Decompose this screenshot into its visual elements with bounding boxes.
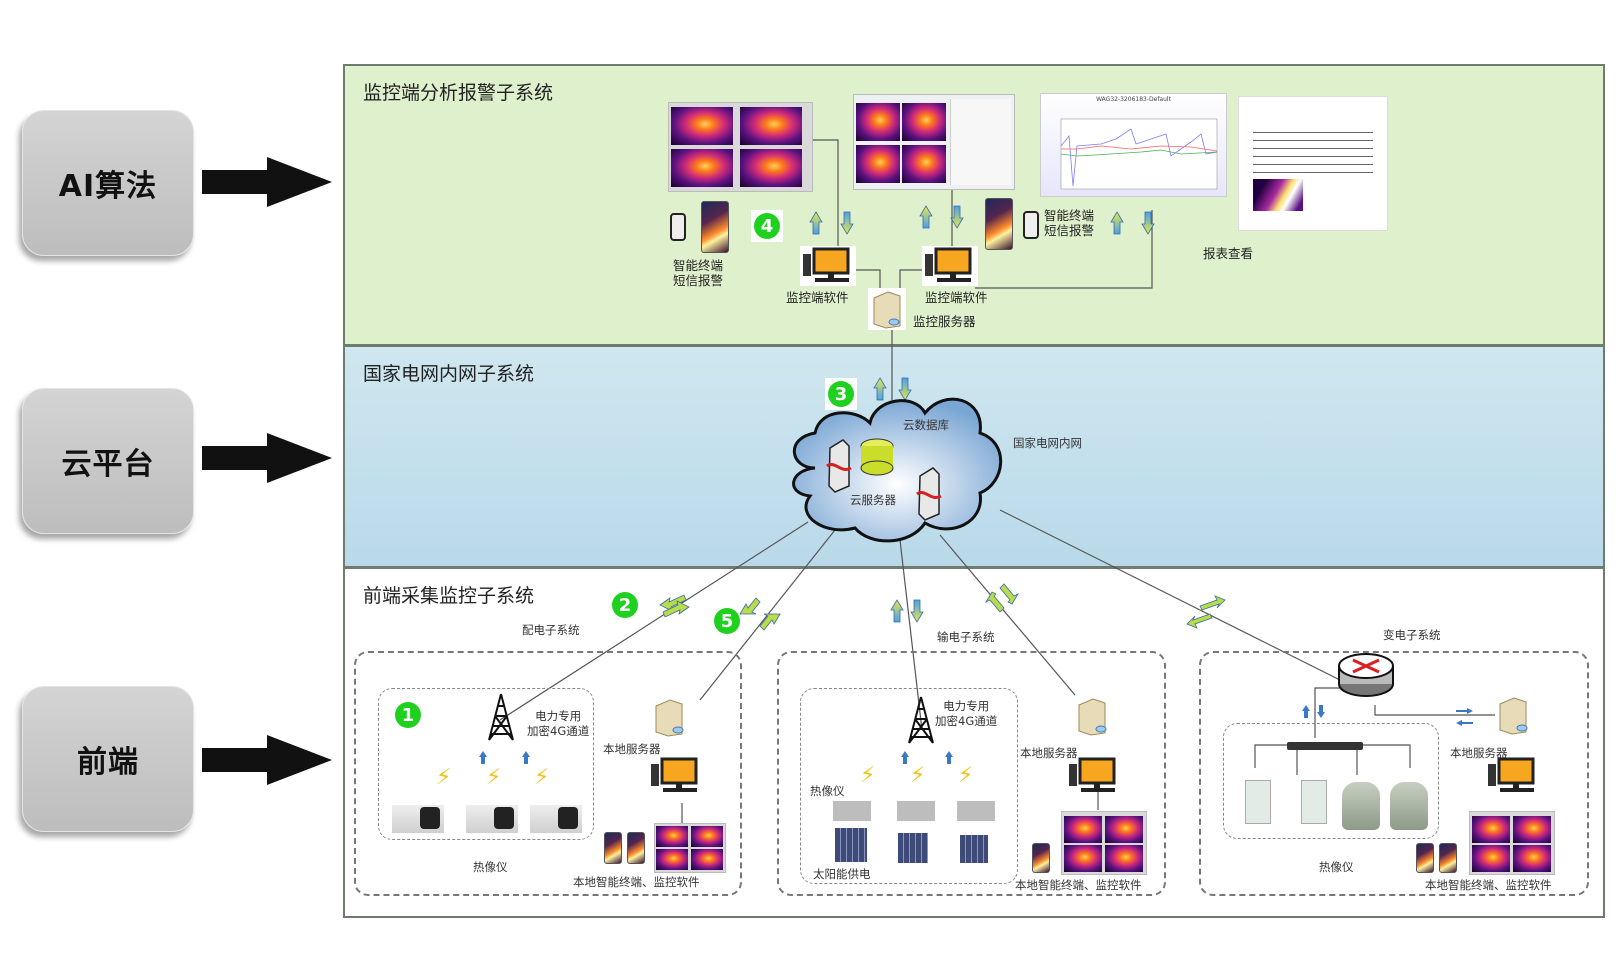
smart-terminal-icon (1032, 843, 1050, 873)
thermal-camera-label: 热像仪 (810, 784, 845, 798)
substation-subsystem-box (1199, 651, 1589, 896)
local-terminal-label: 本地智能终端、监控软件 (573, 875, 700, 889)
panel-title: 监控端分析报警子系统 (363, 82, 554, 104)
right-arrow-icon (202, 157, 332, 207)
solar-panel-icon (960, 835, 988, 863)
step-badge-2: 2 (609, 589, 641, 621)
chart-title: WAG32-3206183-Default (1096, 96, 1171, 103)
wireless-signal-icon: ⚡ (534, 765, 550, 790)
network-switch-icon (1287, 742, 1363, 750)
report-view-label: 报表查看 (1203, 246, 1254, 261)
ptz-thermal-camera (1342, 782, 1380, 830)
smart-terminal-icon (1439, 843, 1457, 873)
transmission-subsystem-box (777, 651, 1166, 896)
wireless-signal-icon: ⚡ (958, 763, 974, 788)
step-badge-4: 4 (751, 210, 783, 242)
smart-terminal-icon (701, 201, 729, 253)
solar-panel-icon (835, 828, 867, 862)
local-server-label: 本地服务器 (1450, 746, 1508, 760)
distribution-subsystem-box (354, 651, 742, 896)
router-icon (1338, 653, 1394, 697)
thermal-camera-label: 热像仪 (1319, 860, 1354, 874)
thermal-camera-device (833, 801, 871, 821)
right-arrow-icon (202, 433, 332, 483)
thermal-camera-cabinet (1301, 780, 1327, 824)
wireless-signal-icon: ⚡ (486, 765, 502, 790)
monitor-computer-icon (922, 246, 978, 286)
wireless-signal-icon: ⚡ (910, 763, 926, 788)
substation-camera-group (1223, 723, 1439, 839)
smart-terminal-sms-label-right: 智能终端 短信报警 (1044, 208, 1095, 238)
panel-title: 国家电网内网子系统 (363, 363, 535, 385)
thermal-monitor-screenshot (668, 102, 813, 192)
thermal-camera-device (392, 805, 444, 833)
category-label: 云平台 (61, 447, 155, 482)
category-ai-algorithm[interactable]: AI算法 (22, 110, 194, 256)
distribution-camera-group (378, 688, 594, 840)
category-frontend[interactable]: 前端 (22, 686, 194, 832)
local-computer-icon (1488, 757, 1535, 792)
thermal-camera-device (530, 805, 582, 833)
distribution-subsystem-title: 配电子系统 (522, 623, 580, 637)
local-server-label: 本地服务器 (603, 742, 661, 756)
channel-label: 电力专用 加密4G通道 (935, 699, 998, 728)
step-badge-3: 3 (825, 378, 857, 410)
solar-power-label: 太阳能供电 (813, 867, 871, 881)
category-label: 前端 (77, 745, 139, 780)
cloud-database-label: 云数据库 (903, 418, 949, 432)
thermal-software-screenshot (853, 94, 1015, 190)
local-terminal-label: 本地智能终端、监控软件 (1425, 878, 1552, 892)
right-arrow-icon (202, 735, 332, 785)
monitor-software-label-right: 监控端软件 (925, 290, 988, 305)
smart-terminal-icon (985, 198, 1013, 250)
ptz-thermal-camera (1390, 782, 1428, 830)
thermal-camera-label: 热像仪 (473, 860, 508, 874)
monitor-software-label-left: 监控端软件 (786, 290, 849, 305)
local-server-icon (655, 699, 684, 737)
monitor-server-icon (868, 288, 906, 330)
thermal-camera-cabinet (1245, 780, 1271, 824)
mobile-phone-icon (670, 213, 686, 241)
monitor-software-screenshot (654, 823, 726, 873)
monitor-server-label: 监控服务器 (913, 314, 976, 329)
smart-terminal-icon (627, 832, 645, 864)
step-badge-1: 1 (392, 699, 424, 731)
transmission-subsystem-title: 输电子系统 (937, 630, 995, 644)
monitor-software-screenshot (1469, 811, 1555, 875)
local-computer-icon (1069, 757, 1116, 792)
wireless-signal-icon: ⚡ (860, 763, 876, 788)
substation-subsystem-title: 变电子系统 (1383, 628, 1441, 642)
transmission-camera-group (800, 688, 1018, 884)
channel-label: 电力专用 加密4G通道 (527, 709, 590, 738)
grid-intranet-label: 国家电网内网 (1013, 436, 1082, 450)
category-label: AI算法 (58, 169, 158, 204)
report-document-thumbnail (1238, 96, 1388, 231)
cell-tower-icon (488, 693, 514, 741)
local-server-label: 本地服务器 (1020, 746, 1078, 760)
thermal-camera-device (466, 805, 518, 833)
mobile-phone-icon (1023, 211, 1039, 239)
cloud-server-label: 云服务器 (850, 493, 896, 507)
cloud-icon (792, 397, 1003, 543)
monitor-software-screenshot (1061, 811, 1147, 875)
panel-title: 前端采集监控子系统 (363, 585, 535, 607)
local-server-icon (1078, 698, 1107, 736)
local-server-icon (1499, 697, 1528, 735)
wireless-signal-icon: ⚡ (436, 765, 452, 790)
smart-terminal-sms-label-left: 智能终端 短信报警 (673, 258, 724, 288)
smart-terminal-icon (1416, 843, 1434, 873)
temperature-trend-chart: WAG32-3206183-Default (1040, 93, 1227, 197)
local-terminal-label: 本地智能终端、监控软件 (1015, 878, 1142, 892)
thermal-camera-device (897, 801, 935, 821)
monitor-computer-icon (800, 246, 856, 286)
local-computer-icon (651, 757, 698, 792)
cell-tower-icon (908, 696, 934, 744)
smart-terminal-icon (604, 832, 622, 864)
step-badge-5: 5 (711, 605, 743, 637)
solar-panel-icon (898, 833, 928, 863)
category-cloud-platform[interactable]: 云平台 (22, 388, 194, 534)
thermal-camera-device (957, 801, 995, 821)
